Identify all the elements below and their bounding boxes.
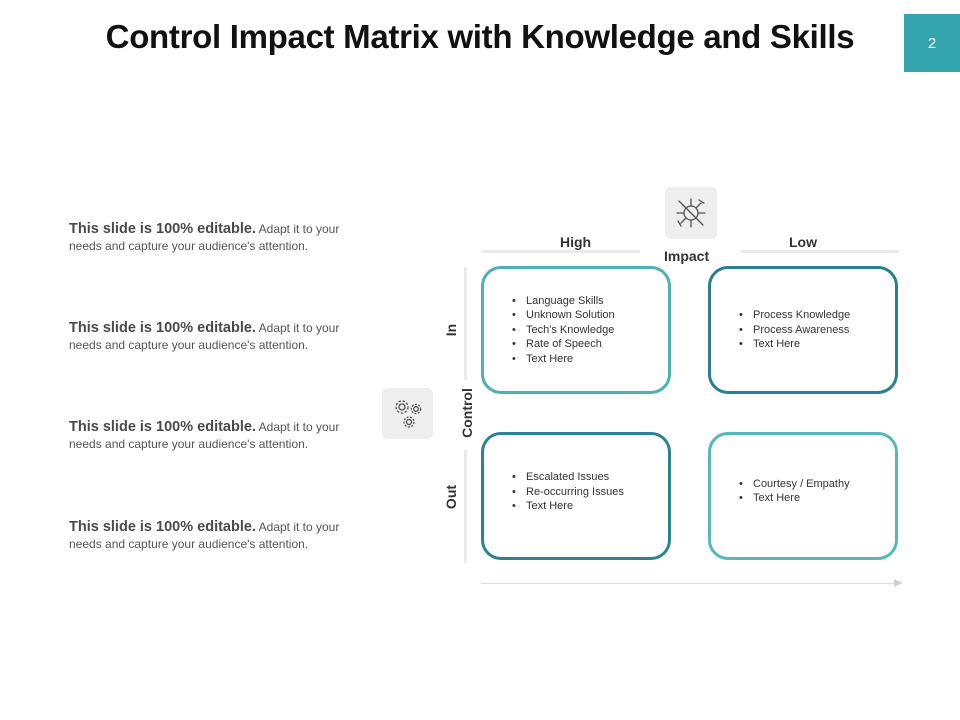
list-item: Process Knowledge (753, 308, 850, 323)
note-4: This slide is 100% editable. Adapt it to… (69, 519, 369, 553)
list-item: Courtesy / Empathy (753, 477, 850, 492)
control-out-label: Out (443, 484, 459, 510)
note-text: Adapt it to your needs and capture your … (69, 321, 340, 352)
list-item: Language Skills (526, 294, 615, 309)
quadrant-list: Language Skills Unknown Solution Tech's … (484, 294, 615, 367)
page-number: 2 (904, 14, 960, 72)
quadrant-out-high: Escalated Issues Re-occurring Issues Tex… (481, 432, 671, 560)
list-item: Unknown Solution (526, 308, 615, 323)
gears-icon (382, 388, 433, 439)
note-bold: This slide is 100% editable. (69, 221, 256, 237)
slide-title: Control Impact Matrix with Knowledge and… (105, 18, 855, 55)
impact-axis-title: Impact (664, 248, 710, 264)
control-divider-bottom (464, 450, 467, 563)
quadrant-list: Courtesy / Empathy Text Here (711, 477, 850, 506)
quadrant-list: Escalated Issues Re-occurring Issues Tex… (484, 470, 624, 514)
list-item: Re-occurring Issues (526, 485, 624, 500)
note-bold: This slide is 100% editable. (69, 519, 256, 535)
impact-divider-left (482, 250, 640, 253)
impact-arrow-line (481, 583, 895, 584)
impact-low-label: Low (789, 234, 817, 250)
compass-icon (665, 187, 717, 239)
control-in-label: In (443, 323, 459, 337)
impact-high-label: High (560, 234, 592, 250)
quadrant-out-low: Courtesy / Empathy Text Here (708, 432, 898, 560)
note-1: This slide is 100% editable. Adapt it to… (69, 221, 369, 255)
note-text: Adapt it to your needs and capture your … (69, 420, 340, 451)
list-item: Rate of Speech (526, 337, 615, 352)
note-text: Adapt it to your needs and capture your … (69, 222, 340, 253)
note-bold: This slide is 100% editable. (69, 419, 256, 435)
impact-divider-right (741, 250, 899, 253)
list-item: Tech's Knowledge (526, 323, 615, 338)
gears-icon-graphic (394, 399, 421, 428)
list-item: Text Here (753, 337, 850, 352)
note-2: This slide is 100% editable. Adapt it to… (69, 320, 369, 354)
list-item: Text Here (753, 491, 850, 506)
control-axis-title: Control (459, 388, 475, 438)
quadrant-list: Process Knowledge Process Awareness Text… (711, 308, 850, 352)
list-item: Text Here (526, 352, 615, 367)
note-bold: This slide is 100% editable. (69, 320, 256, 336)
note-text: Adapt it to your needs and capture your … (69, 520, 340, 551)
list-item: Escalated Issues (526, 470, 624, 485)
note-3: This slide is 100% editable. Adapt it to… (69, 419, 369, 453)
quadrant-in-high: Language Skills Unknown Solution Tech's … (481, 266, 671, 394)
control-divider-top (464, 267, 467, 380)
compass-icon-graphic (676, 198, 706, 228)
list-item: Process Awareness (753, 323, 850, 338)
arrow-right-icon (894, 579, 903, 587)
quadrant-in-low: Process Knowledge Process Awareness Text… (708, 266, 898, 394)
list-item: Text Here (526, 499, 624, 514)
